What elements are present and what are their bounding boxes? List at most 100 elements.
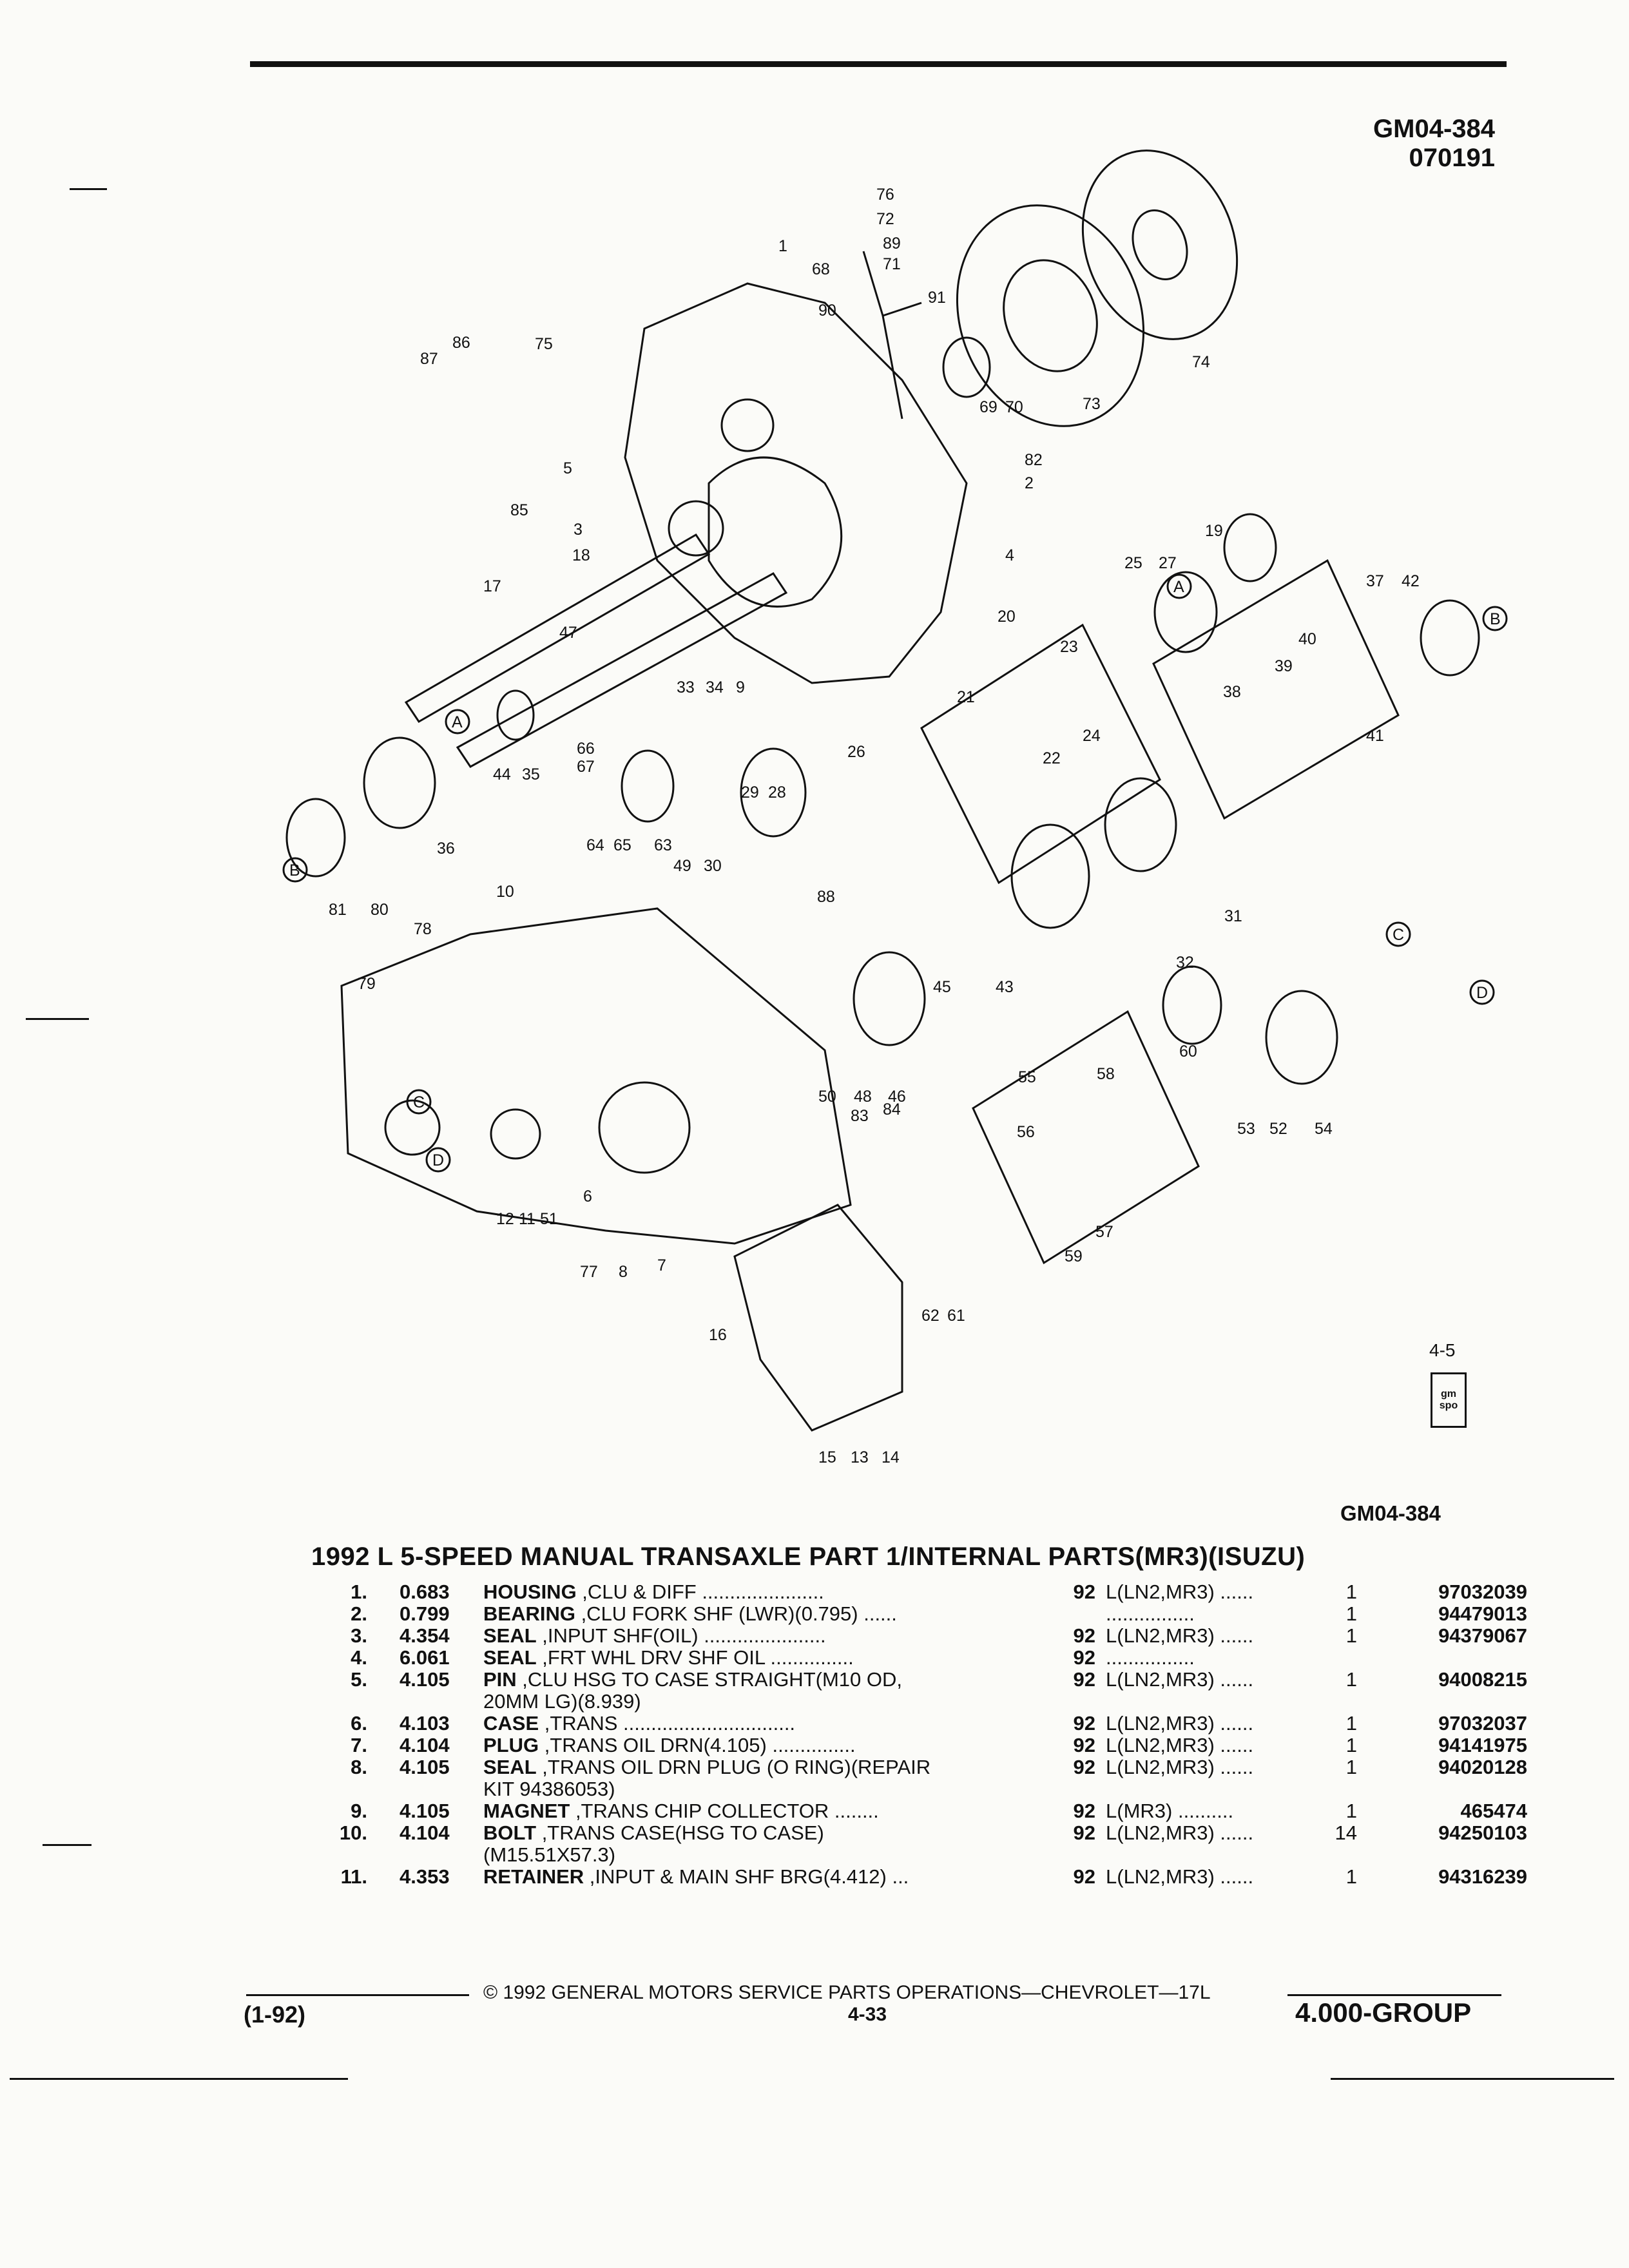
part-desc-text: ,TRANS OIL DRN(4.105) ...............: [539, 1734, 856, 1756]
part-level-code: 6.061: [400, 1646, 450, 1669]
callout-18: 18: [572, 546, 590, 564]
callout-31: 31: [1224, 907, 1242, 925]
clutch-disc-shape: [1081, 149, 1239, 340]
header-code: GM04-384 070191: [1263, 115, 1495, 173]
callout-70: 70: [1005, 398, 1023, 416]
part-application: ................: [1106, 1602, 1195, 1625]
part-level-code: 4.103: [400, 1712, 450, 1735]
part-desc-continuation: (M15.51X57.3): [483, 1843, 616, 1866]
margin-mark: [70, 188, 107, 190]
part-number-index: 1.: [351, 1581, 367, 1603]
part-year: 92: [1073, 1646, 1095, 1669]
part-application: L(LN2,MR3) ......: [1106, 1712, 1254, 1735]
callout-78: 78: [414, 920, 432, 938]
callout-25: 25: [1124, 554, 1142, 572]
callout-61: 61: [947, 1307, 965, 1325]
callout-73: 73: [1083, 395, 1101, 413]
callout-8: 8: [619, 1263, 628, 1281]
part-application: ................: [1106, 1646, 1195, 1669]
callout-50: 50: [818, 1088, 836, 1106]
part-quantity: 1: [1345, 1800, 1357, 1822]
part-desc-text: ,TRANS CHIP COLLECTOR ........: [570, 1800, 879, 1822]
part-description: MAGNET ,TRANS CHIP COLLECTOR ........: [483, 1800, 1057, 1822]
part-year: 92: [1073, 1581, 1095, 1603]
rear-cover-shape: [733, 1204, 903, 1432]
callout-2: 2: [1025, 474, 1034, 492]
callout-36: 36: [437, 840, 455, 858]
callout-88: 88: [817, 888, 835, 906]
callout-68: 68: [812, 260, 830, 278]
part-name: SEAL: [483, 1624, 537, 1647]
part-name: PIN: [483, 1668, 517, 1691]
part-number: 94008215: [1438, 1668, 1527, 1691]
callout-48: 48: [854, 1088, 872, 1106]
part-desc-text: ,CLU & DIFF ......................: [576, 1581, 824, 1603]
part-level-code: 4.105: [400, 1800, 450, 1822]
callout-53: 53: [1237, 1120, 1255, 1138]
part-application: L(LN2,MR3) ......: [1106, 1624, 1254, 1647]
callout-76: 76: [876, 186, 894, 204]
page-ref: 4-5: [1429, 1340, 1456, 1360]
callout-19: 19: [1205, 522, 1223, 540]
marker-A-top: A: [1173, 578, 1184, 596]
callout-37: 37: [1366, 572, 1384, 590]
part-description: CASE ,TRANS ............................…: [483, 1713, 1057, 1735]
callout-6: 6: [583, 1187, 592, 1206]
callout-47: 47: [559, 624, 577, 642]
table-row: 1. 0.683 HOUSING ,CLU & DIFF .............…: [284, 1581, 1527, 1603]
part-description: PIN ,CLU HSG TO CASE STRAIGHT(M10 OD,20M…: [483, 1669, 1057, 1713]
part-desc-text: ,TRANS OIL DRN PLUG (O RING)(REPAIR: [536, 1756, 931, 1778]
parts-table: 1. 0.683 HOUSING ,CLU & DIFF .............…: [284, 1581, 1527, 1888]
part-year: 92: [1073, 1624, 1095, 1647]
bottom-rule-left: [10, 2078, 348, 2080]
marker-D-left: D: [432, 1151, 444, 1169]
callout-84: 84: [883, 1100, 901, 1119]
marker-C-left: C: [413, 1093, 425, 1111]
part-number-index: 7.: [351, 1734, 367, 1756]
part-description: RETAINER ,INPUT & MAIN SHF BRG(4.412) ..…: [483, 1866, 1057, 1888]
part-level-code: 4.105: [400, 1668, 450, 1691]
part-quantity: 1: [1345, 1581, 1357, 1603]
callout-30: 30: [704, 857, 722, 875]
callout-46: 46: [888, 1088, 906, 1106]
callout-58: 58: [1097, 1065, 1115, 1083]
part-quantity: 1: [1345, 1756, 1357, 1778]
part-name: SEAL: [483, 1756, 537, 1778]
part-description: SEAL ,TRANS OIL DRN PLUG (O RING)(REPAIR…: [483, 1756, 1057, 1800]
callout-41: 41: [1366, 727, 1384, 745]
catalog-code: GM04-384: [1340, 1501, 1441, 1525]
part-level-code: 0.683: [400, 1581, 450, 1603]
exploded-parts-diagram: 76 72 89 71 68 90 91 1 86 75 87 85 5 3 1…: [245, 148, 1527, 1488]
callout-44: 44: [493, 765, 511, 783]
part-number-index: 4.: [351, 1646, 367, 1669]
header-code-line1: GM04-384: [1373, 115, 1495, 143]
callout-49: 49: [673, 857, 691, 875]
part-number: 94020128: [1438, 1756, 1527, 1778]
callout-75: 75: [535, 335, 553, 353]
callout-29: 29: [741, 783, 759, 802]
part-name: HOUSING: [483, 1581, 577, 1603]
callout-35: 35: [522, 765, 540, 783]
part-name: SEAL: [483, 1646, 537, 1669]
part-number-index: 2.: [351, 1602, 367, 1625]
callout-5: 5: [563, 459, 572, 477]
callout-21: 21: [957, 688, 975, 706]
callout-4: 4: [1005, 546, 1014, 564]
part-desc-text: ,INPUT SHF(OIL) ......................: [536, 1624, 826, 1647]
part-desc-continuation: 20MM LG)(8.939): [483, 1690, 641, 1713]
footer-rule-right: [1287, 1994, 1501, 1996]
callout-57: 57: [1095, 1223, 1113, 1241]
marker-C-right: C: [1393, 926, 1404, 944]
callout-15: 15: [818, 1448, 836, 1466]
marker-A-left: A: [452, 713, 463, 731]
part-desc-continuation: KIT 94386053): [483, 1778, 615, 1800]
part-number: 94316239: [1438, 1865, 1527, 1888]
callout-38: 38: [1223, 683, 1241, 701]
callout-91: 91: [928, 289, 946, 307]
footer-rule-left: [246, 1994, 469, 1996]
part-number-index: 5.: [351, 1668, 367, 1691]
callout-14: 14: [882, 1448, 900, 1466]
